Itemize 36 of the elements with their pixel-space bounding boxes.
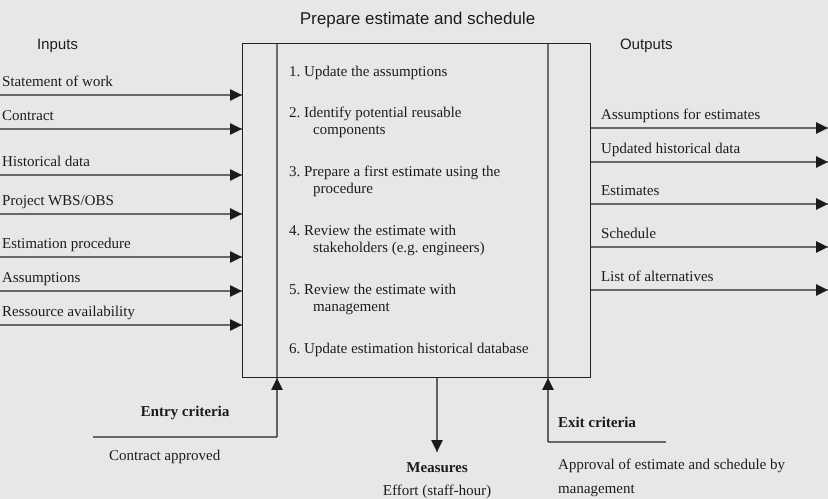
criteria-heading: Measures [405, 459, 469, 478]
step-text: 6. Update estimation historical database [289, 341, 529, 358]
arrow [0, 169, 242, 181]
arrow [0, 285, 242, 297]
step-text: 5. Review the estimate with management [289, 282, 458, 316]
edge-label: Updated historical data [601, 140, 740, 158]
step-text: 1. Update the assumptions [289, 64, 448, 81]
arrow [0, 123, 242, 135]
arrow [591, 198, 828, 210]
arrow [591, 122, 828, 134]
criteria-text: Approval of estimate and schedule by management [558, 456, 786, 499]
step-text: 4. Review the estimate with stakeholders (e.g. engineers) [289, 223, 486, 257]
edge-label: Assumptions [2, 269, 80, 287]
arrow [542, 378, 554, 442]
step-text: 3. Prepare a first estimate using the procedure [289, 164, 502, 198]
edge-label: Project WBS/OBS [2, 192, 114, 210]
criteria-heading: Exit criteria [558, 414, 637, 433]
edge-label: Assumptions for estimates [601, 106, 760, 124]
column-heading: Inputs [37, 36, 78, 54]
step-text: 2. Identify potential reusable components [289, 105, 462, 139]
criteria-text: Effort (staff-hour) [382, 482, 492, 499]
edge-label: Estimation procedure [2, 235, 131, 253]
process-title: Prepare estimate and schedule [298, 10, 536, 27]
arrow [0, 251, 242, 263]
arrow [0, 208, 242, 220]
arrow [591, 284, 828, 296]
arrow [591, 241, 828, 253]
column-heading: Outputs [620, 36, 673, 54]
edge-label: Ressource availability [2, 303, 135, 321]
arrow [0, 89, 242, 101]
criteria-text: Contract approved [109, 447, 222, 466]
arrow [0, 319, 242, 331]
arrow [271, 378, 283, 437]
arrow [591, 156, 828, 168]
criteria-heading: Entry criteria [140, 403, 230, 422]
arrow [431, 378, 443, 452]
